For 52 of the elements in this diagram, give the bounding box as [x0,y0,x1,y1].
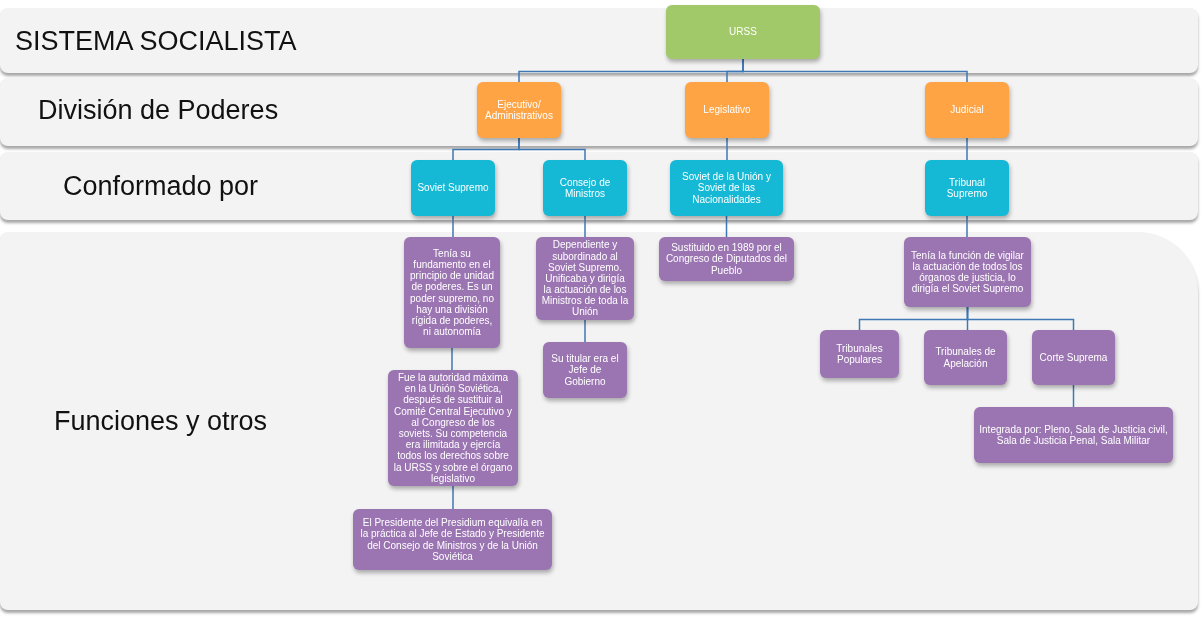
box-text: Corte Suprema [1039,351,1108,364]
org-box [543,160,627,216]
row-heading: Conformado por [63,173,259,200]
org-box [685,82,769,138]
connector-line [452,485,454,510]
box-text: Judicial [950,104,984,116]
connector-line [451,347,453,371]
org-box [404,237,500,348]
org-box [974,407,1173,463]
org-box [543,342,627,398]
org-box [925,82,1009,138]
box-text: Tribunales de Apelación [934,346,997,369]
row-heading: División de Poderes [38,97,279,124]
box-text: El Presidente del Presidium equivalía en la práctica al Jefe de Estado y Presidente del Consejo de Ministros y de la Unión Soviética [359,517,546,562]
box-text: Fue la autoridad máxima en la Unión Soviética, después de sustituir al Comité Central Ejecutivo y al Congreso de los soviets. Su competencia era ilimitada y ejercía todos los derechos sobre la URSS y sobre el órgano legislativo [393,372,513,484]
org-box [666,5,820,59]
connector-line [966,137,968,161]
connector-line [584,215,586,238]
org-box [353,509,552,570]
box-text: Soviet de la Unión y Soviet de las Nacionalidades [681,171,772,205]
box-text: Integrada por: Pleno, Sala de Justicia civil, Sala de Justicia Penal, Sala Militar [979,423,1168,447]
box-text: Soviet Supremo [417,182,489,194]
connector-line [1072,384,1075,408]
box-text: URSS [729,26,757,38]
box-text: Tribunal Supremo [945,176,989,200]
org-box [820,330,899,378]
box-text: Legislativo [703,104,751,116]
row-heading: Funciones y otros [54,408,268,435]
box-text: Tenía la función de vigilar la actuación de todos los órganos de justicia, lo dirigía el Soviet Supremo [910,249,1025,295]
org-box [670,160,783,216]
box-text: Tribunales Populares [835,342,884,366]
org-box [904,237,1031,307]
connector-line [725,215,728,238]
connector-line [518,137,586,161]
org-box [925,160,1009,216]
connector-line [452,215,454,238]
org-box [411,160,495,216]
box-text: Su titular era el Jefe de Gobierno [550,353,620,387]
connector-line [726,137,728,161]
box-text: Consejo de Ministros [558,176,612,200]
row-heading: SISTEMA SOCIALISTA [15,28,297,55]
box-text: Ejecutivo/ Administrativos [484,98,554,122]
org-box [1032,330,1115,385]
box-text: Dependiente y subordinado al Soviet Supremo. Unificaba y dirigía la actuación de los Ministros de toda la Unión [541,239,629,318]
box-text: Sustituido en 1989 por el Congreso de Diputados del Pueblo [664,242,789,276]
connector-line [742,58,968,83]
org-box [924,330,1007,385]
connector-line [966,306,1075,331]
connector-line [966,215,968,238]
org-box [477,82,561,138]
box-text: Tenía su fundamento en el principio de unidad de poderes. Es un poder supremo, no hay una división rígida de poderes, ni autonomía [409,247,495,338]
connector-line [584,319,586,343]
